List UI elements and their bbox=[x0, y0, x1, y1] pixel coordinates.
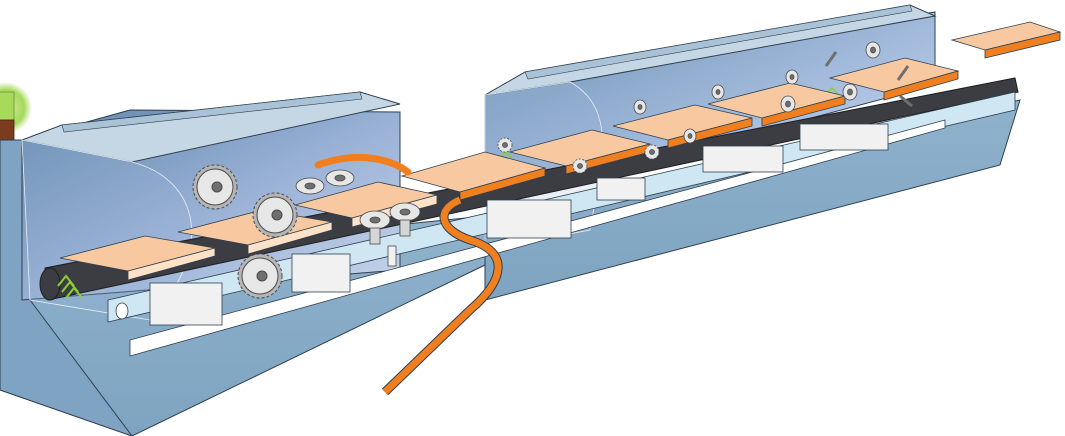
gear-icon bbox=[192, 164, 238, 210]
conveyor-belt bbox=[39, 77, 1019, 357]
workpiece-panels bbox=[59, 21, 1062, 281]
cutter-icon bbox=[295, 177, 325, 195]
workpiece-panel bbox=[59, 235, 216, 281]
direction-arrow-icon bbox=[57, 274, 83, 299]
roller-icon bbox=[683, 128, 697, 144]
cutter-icon bbox=[389, 202, 421, 237]
cutter-icon bbox=[325, 169, 355, 187]
workpiece-panel bbox=[707, 82, 846, 127]
workpiece-panel bbox=[828, 57, 960, 101]
support-block bbox=[486, 199, 572, 239]
support-block bbox=[596, 177, 646, 201]
sprocket-icon bbox=[572, 158, 588, 174]
support-block bbox=[291, 253, 351, 293]
gear-icon bbox=[237, 253, 283, 299]
sprocket-icon bbox=[497, 137, 513, 153]
edge-band-strip bbox=[314, 154, 503, 396]
sprocket-icon bbox=[644, 144, 660, 160]
pressure-roller-gears bbox=[192, 164, 298, 299]
roller-icon bbox=[785, 69, 799, 85]
trimming-unit bbox=[295, 169, 421, 267]
roller-icon bbox=[842, 83, 858, 101]
scraper-blade bbox=[896, 65, 910, 81]
scraper-blade bbox=[899, 94, 913, 108]
support-block bbox=[149, 282, 223, 326]
scraper-blade bbox=[824, 51, 838, 67]
scraping-unit bbox=[497, 41, 913, 174]
support-block bbox=[702, 145, 784, 173]
roller-icon bbox=[711, 84, 725, 100]
workpiece-panel bbox=[400, 151, 547, 201]
support-block bbox=[799, 123, 889, 151]
gear-icon bbox=[252, 192, 298, 238]
roller-icon bbox=[865, 41, 881, 59]
roller-icon bbox=[633, 99, 647, 115]
cutter-icon bbox=[359, 210, 391, 245]
roller-icon bbox=[780, 95, 796, 113]
finished-panel bbox=[950, 21, 1062, 59]
